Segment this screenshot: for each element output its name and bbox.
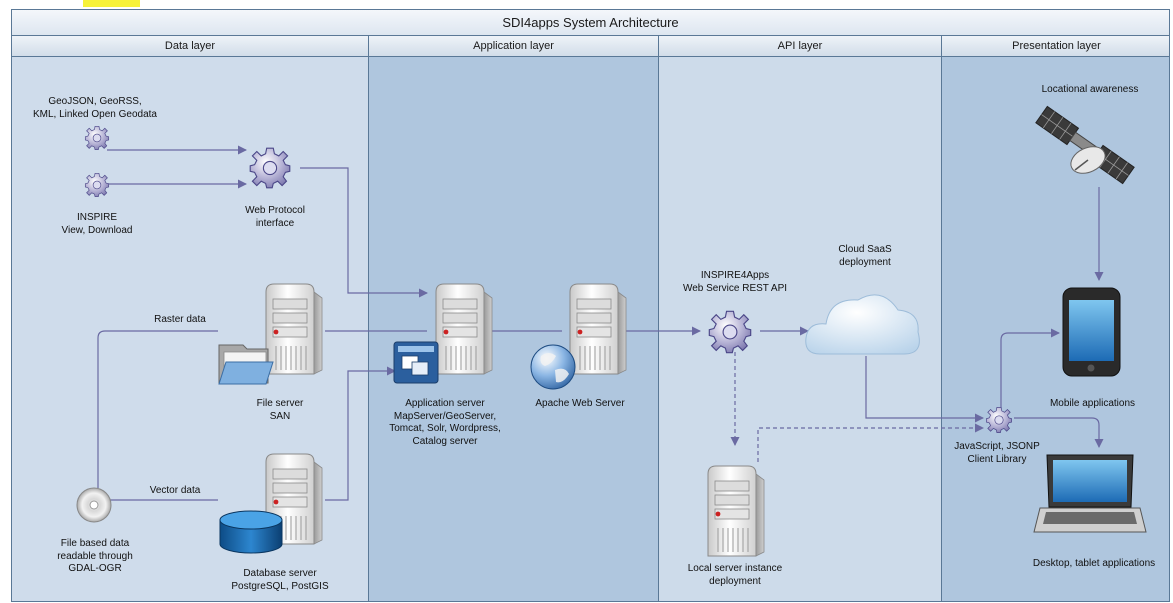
label-mobile: Mobile applications [1049, 398, 1136, 409]
highlight-mark [83, 0, 140, 7]
presentation-layer-header: Presentation layer [942, 36, 1169, 57]
label-geojson: GeoJSON, GeoRSS, KML, Linked Open Geodat… [33, 96, 157, 120]
label-desktop: Desktop, tablet applications [1032, 558, 1156, 569]
connectors [97, 145, 1104, 501]
geojson-gear-icon [84, 125, 110, 151]
diagram-title: SDI4apps System Architecture [12, 10, 1169, 36]
label-web-protocol: Web Protocol interface [245, 205, 305, 229]
label-vector-data: Vector data [149, 485, 201, 496]
label-locational-awareness: Locational awareness [1041, 84, 1139, 95]
label-application-server: Application server MapServer/GeoServer, … [389, 398, 501, 447]
label-apache: Apache Web Server [535, 398, 625, 409]
laptop-icon [1033, 454, 1147, 533]
inspire-gear-icon [84, 172, 110, 198]
js-client-gear-icon [986, 407, 1012, 433]
file-server-icon [265, 283, 323, 375]
label-database-server: Database server PostgreSQL, PostGIS [231, 568, 329, 592]
application-server-icon [435, 283, 493, 375]
data-layer-header: Data layer [12, 36, 368, 57]
application-window-icon [393, 341, 439, 384]
satellite-icon [1035, 105, 1135, 185]
database-icon [219, 510, 283, 554]
cd-icon [76, 487, 112, 523]
local-server-icon [707, 465, 765, 557]
label-cloud: Cloud SaaS deployment [838, 244, 892, 268]
folder-icon [218, 344, 274, 385]
label-file-based: File based data readable through GDAL-OG… [57, 538, 133, 574]
api-layer-header: API layer [659, 36, 941, 57]
label-file-server: File server SAN [256, 398, 304, 422]
api-gear-icon [708, 310, 752, 354]
label-raster-data: Raster data [154, 314, 206, 325]
label-local-server: Local server instance deployment [687, 563, 783, 587]
apache-server-icon [569, 283, 627, 375]
cloud-icon [805, 294, 920, 355]
globe-icon [530, 344, 576, 390]
application-layer-header: Application layer [369, 36, 658, 57]
mobile-phone-icon [1062, 287, 1121, 377]
label-js-client: JavaScript, JSONP Client Library [954, 441, 1040, 465]
web-protocol-gear-icon [249, 147, 291, 189]
label-inspire4apps: INSPIRE4Apps Web Service REST API [682, 270, 788, 294]
label-inspire: INSPIRE View, Download [61, 212, 133, 236]
